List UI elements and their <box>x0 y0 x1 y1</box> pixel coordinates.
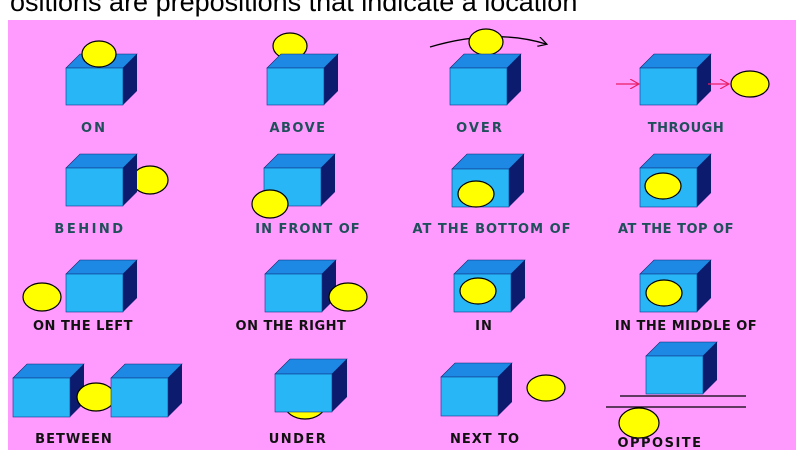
ball <box>458 181 494 207</box>
cube <box>265 260 336 312</box>
label-above: ABOVE <box>269 121 326 136</box>
ball <box>731 71 769 97</box>
label-on: ON <box>81 121 107 136</box>
cube <box>441 363 512 416</box>
cube-front <box>13 378 70 417</box>
card-in-the-middle-of: IN THE MIDDLE OF <box>615 260 757 334</box>
cube-front <box>111 378 168 417</box>
card-next-to: NEXT TO <box>441 363 565 447</box>
card-at-the-bottom-of: AT THE BOTTOM OF <box>412 154 571 237</box>
ball <box>619 408 659 438</box>
label-opposite: OPPOSITE <box>617 436 702 450</box>
ball <box>77 383 115 411</box>
card-in: IN <box>454 260 525 334</box>
cube-front <box>640 68 697 105</box>
card-opposite: OPPOSITE <box>606 342 746 450</box>
cube-front <box>66 274 123 312</box>
label-in-the-middle-of: IN THE MIDDLE OF <box>615 319 757 334</box>
cube-front <box>450 68 507 105</box>
header-strip: ositions are prepositions that indicate … <box>0 0 804 20</box>
card-on-the-right: ON THE RIGHT <box>236 260 367 334</box>
ball <box>527 375 565 401</box>
ball <box>82 41 116 67</box>
label-between: BETWEEN <box>35 432 113 447</box>
card-on-the-left: ON THE LEFT <box>23 260 137 334</box>
cube <box>267 54 338 105</box>
ball <box>23 283 61 311</box>
cube <box>13 364 84 417</box>
card-behind: BEHIND <box>54 154 168 237</box>
card-at-the-top-of: AT THE TOP OF <box>618 154 734 237</box>
cube <box>450 54 521 105</box>
ball <box>646 280 682 306</box>
cube-front <box>646 356 703 394</box>
cube-front <box>66 168 123 206</box>
cube <box>275 359 347 412</box>
label-through: THROUGH <box>648 121 724 136</box>
cube <box>66 154 137 206</box>
cube-front <box>66 68 123 105</box>
label-on-the-right: ON THE RIGHT <box>236 319 347 334</box>
ball <box>132 166 168 194</box>
ball <box>645 173 681 199</box>
card-between: BETWEEN <box>13 364 182 447</box>
header-text: ositions are prepositions that indicate … <box>10 0 577 18</box>
cube-front <box>267 68 324 105</box>
label-under: UNDER <box>269 432 328 447</box>
ball <box>252 190 288 218</box>
ball <box>460 278 496 304</box>
label-next-to: NEXT TO <box>450 432 520 447</box>
card-over: OVER <box>430 29 546 136</box>
cube <box>640 54 711 105</box>
cube-front <box>275 374 332 412</box>
card-through: THROUGH <box>616 54 769 136</box>
ball <box>329 283 367 311</box>
label-in-front-of: IN FRONT OF <box>255 222 360 237</box>
label-in: IN <box>475 319 493 334</box>
label-behind: BEHIND <box>54 222 125 237</box>
card-on: ON <box>66 41 137 136</box>
card-above: ABOVE <box>267 33 338 136</box>
cube-front <box>441 377 498 416</box>
card-under: UNDER <box>269 359 347 447</box>
ball <box>469 29 503 55</box>
card-in-front-of: IN FRONT OF <box>252 154 361 237</box>
cube <box>646 342 717 394</box>
cube <box>66 260 137 312</box>
prepositions-illustration: ON ABOVE OVER THROUGH BEHIND IN FRONT OF AT TH… <box>8 20 796 450</box>
cube-front <box>265 274 322 312</box>
label-on-the-left: ON THE LEFT <box>33 319 133 334</box>
label-at-the-top-of: AT THE TOP OF <box>618 222 734 237</box>
cube <box>111 364 182 417</box>
prepositions-board: ON ABOVE OVER THROUGH BEHIND IN FRONT OF AT TH… <box>8 20 796 450</box>
label-over: OVER <box>456 121 504 136</box>
label-at-the-bottom-of: AT THE BOTTOM OF <box>412 222 571 237</box>
